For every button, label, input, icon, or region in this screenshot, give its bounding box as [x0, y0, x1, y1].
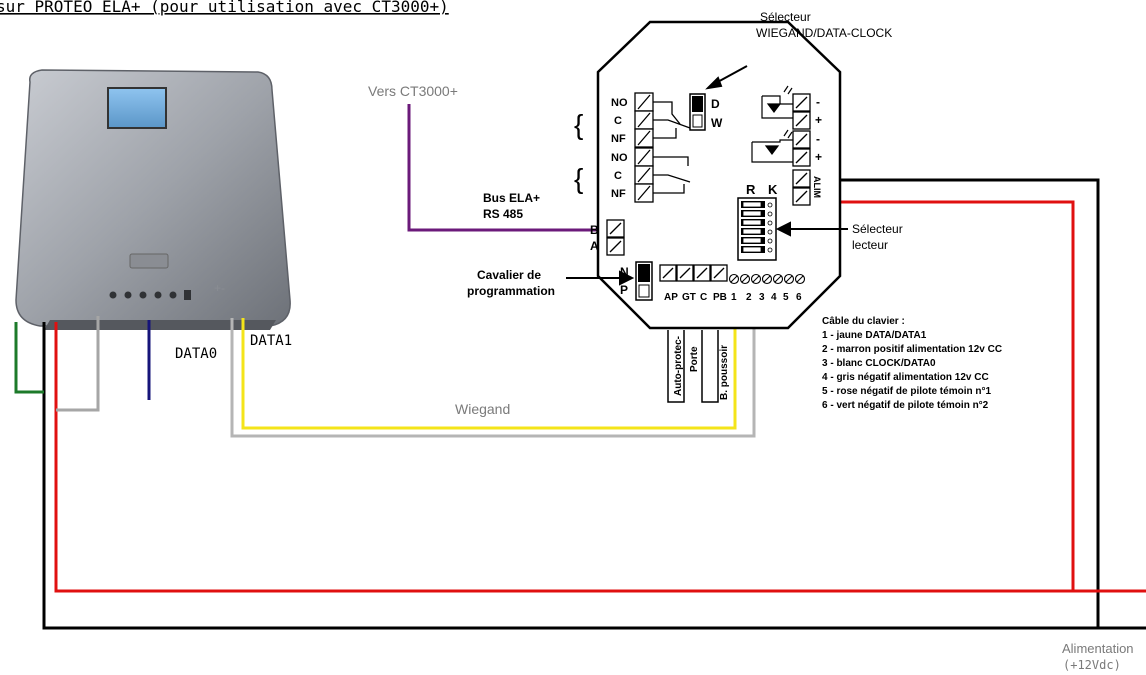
relay2-c: C: [614, 170, 622, 182]
relay1-c: C: [614, 115, 622, 127]
cable-legend-line: 3 - blanc CLOCK/DATA0: [822, 358, 936, 369]
cable-legend-line: 2 - marron positif alimentation 12v CC: [822, 344, 1002, 355]
cable-legend: Câble du clavier : 1 - jaune DATA/DATA1 …: [822, 316, 1002, 411]
term-pb: PB: [713, 292, 727, 303]
vlabel-porte: Porte: [689, 346, 700, 372]
wire-data0: [230, 298, 756, 438]
wire-black-board: [800, 178, 1100, 628]
label-bus-ela-2: RS 485: [483, 207, 523, 221]
relay1-nf: NF: [611, 133, 626, 145]
relay2-no: NO: [611, 152, 628, 164]
vlabel-b-poussoir: B. poussoir: [719, 345, 730, 400]
wire-rs485: [407, 104, 605, 232]
wire-data1: [241, 298, 737, 430]
label-bus-ela-1: Bus ELA+: [483, 191, 540, 205]
bus-b: B: [590, 223, 599, 237]
label-data1: DATA1: [250, 333, 292, 349]
term-c: C: [700, 292, 707, 303]
cable-legend-line: 6 - vert négatif de pilote témoin n°2: [822, 400, 989, 411]
jumper-n: N: [620, 265, 629, 279]
term-5: 5: [783, 292, 789, 303]
label-alim-line1: Alimentation: [1062, 641, 1134, 656]
label-r: R: [746, 182, 756, 197]
wire-red-board: [800, 200, 1075, 591]
label-vers-ct3000: Vers CT3000+: [368, 83, 458, 99]
term-6: 6: [796, 292, 802, 303]
cable-legend-title: Câble du clavier :: [822, 316, 905, 327]
reader-display: [107, 87, 167, 129]
label-cavalier-1: Cavalier de: [477, 268, 541, 282]
svg-text:{: {: [574, 109, 583, 140]
label-cavalier-2: programmation: [467, 284, 555, 298]
relay1-no: NO: [611, 97, 628, 109]
term-2: 2: [746, 292, 752, 303]
svg-text:+-: +-: [214, 281, 225, 295]
label-wiegand: Wiegand: [455, 401, 510, 417]
term-4: 4: [771, 292, 777, 303]
reader-buttons: [109, 290, 191, 300]
label-data0: DATA0: [175, 346, 217, 362]
label-selector-wiegand-1: Sélecteur: [760, 10, 811, 24]
control-board: NO C NF NO C NF { { D W: [566, 20, 848, 330]
label-k: K: [768, 182, 778, 197]
bus-a: A: [590, 239, 599, 253]
alim-tag: ALIM: [812, 176, 822, 198]
term-gt: GT: [682, 292, 696, 303]
led2-plus: +: [815, 150, 822, 164]
wires: [14, 104, 1146, 630]
cable-legend-line: 5 - rose négatif de pilote témoin n°1: [822, 386, 991, 397]
wire-black: [42, 322, 1146, 630]
relay-terminals: [634, 92, 654, 203]
term-ap: AP: [664, 292, 678, 303]
vlabel-auto-protec: Auto-protec-: [673, 336, 684, 396]
reader-device: +-: [15, 69, 291, 330]
term-3: 3: [759, 292, 765, 303]
relay2-nf: NF: [611, 188, 626, 200]
switch-label-d: D: [711, 97, 720, 111]
switch-label-w: W: [711, 116, 723, 130]
led2-minus: -: [816, 132, 820, 146]
led1-plus: +: [815, 113, 822, 127]
label-selector-lecteur-1: Sélecteur: [852, 222, 903, 236]
reader-keypad-window: [129, 253, 169, 269]
wire-grey-short: [56, 316, 100, 412]
reader-selector-switch[interactable]: [737, 197, 777, 261]
term-1: 1: [731, 292, 737, 303]
wire-green: [14, 322, 44, 394]
led1-minus: -: [816, 95, 820, 109]
label-selector-wiegand-2: WIEGAND/DATA-CLOCK: [756, 26, 892, 40]
label-selector-lecteur-2: lecteur: [852, 238, 888, 252]
jumper-p: P: [620, 283, 628, 297]
label-alim-line2: (+12Vdc): [1063, 658, 1121, 672]
cable-legend-line: 4 - gris négatif alimentation 12v CC: [822, 372, 989, 383]
diagram-title: sur PROTEO ELA+ (pour utilisation avec C…: [0, 0, 449, 16]
cable-legend-line: 1 - jaune DATA/DATA1: [822, 330, 927, 341]
wire-red: [54, 322, 1146, 593]
svg-text:{: {: [574, 163, 583, 194]
